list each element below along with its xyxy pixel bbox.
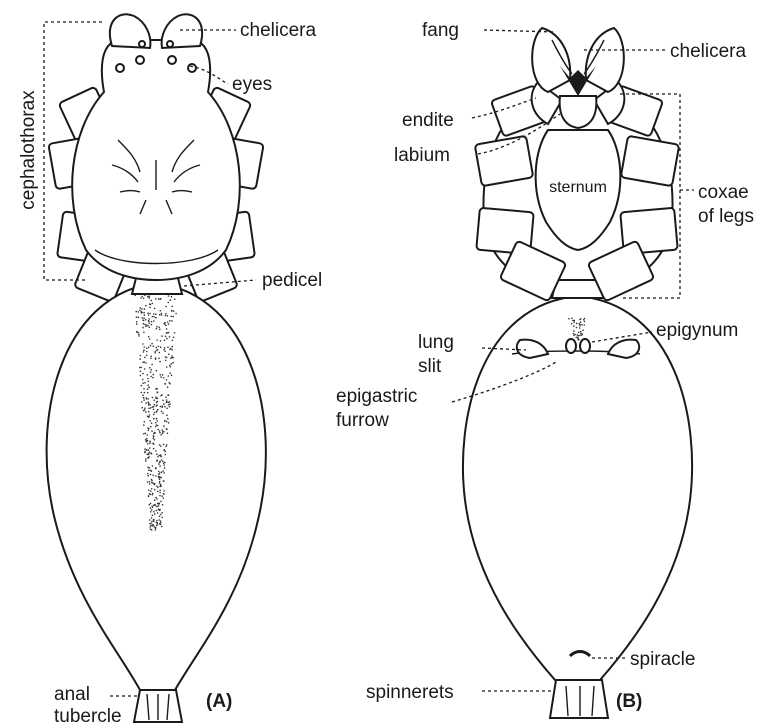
panel-b-abdomen — [463, 296, 692, 680]
panel-a-dorsal-view: cephalothorax chelicera eyes pedicel ana… — [18, 14, 322, 727]
label-of-legs: of legs — [698, 206, 754, 227]
label-chelicera-b: chelicera — [670, 41, 746, 62]
label-epigastric: epigastric — [336, 386, 417, 407]
label-pedicel: pedicel — [262, 270, 322, 291]
label-labium: labium — [394, 145, 450, 166]
panel-b-tag: (B) — [616, 691, 642, 712]
label-sternum: sternum — [549, 179, 607, 196]
label-anal: anal — [54, 684, 90, 705]
label-endite: endite — [402, 110, 454, 131]
panel-b-chelicerae — [532, 28, 624, 96]
label-eyes: eyes — [232, 74, 272, 95]
label-coxae: coxae — [698, 182, 749, 203]
panel-a-anal-tubercle — [134, 690, 182, 722]
label-slit: slit — [418, 356, 442, 377]
panel-a-tag: (A) — [206, 691, 232, 712]
panel-b-spinnerets — [550, 680, 608, 718]
label-chelicera-a: chelicera — [240, 20, 316, 41]
label-spiracle: spiracle — [630, 649, 695, 670]
label-epigynum: epigynum — [656, 320, 738, 341]
label-fang: fang — [422, 20, 459, 41]
label-spinnerets: spinnerets — [366, 682, 454, 703]
label-tubercle: tubercle — [54, 706, 122, 727]
panel-b-ventral-view: fang chelicera endite labium sternum cox… — [336, 20, 754, 718]
label-lung: lung — [418, 332, 454, 353]
label-cephalothorax: cephalothorax — [18, 90, 39, 210]
label-furrow: furrow — [336, 410, 389, 431]
